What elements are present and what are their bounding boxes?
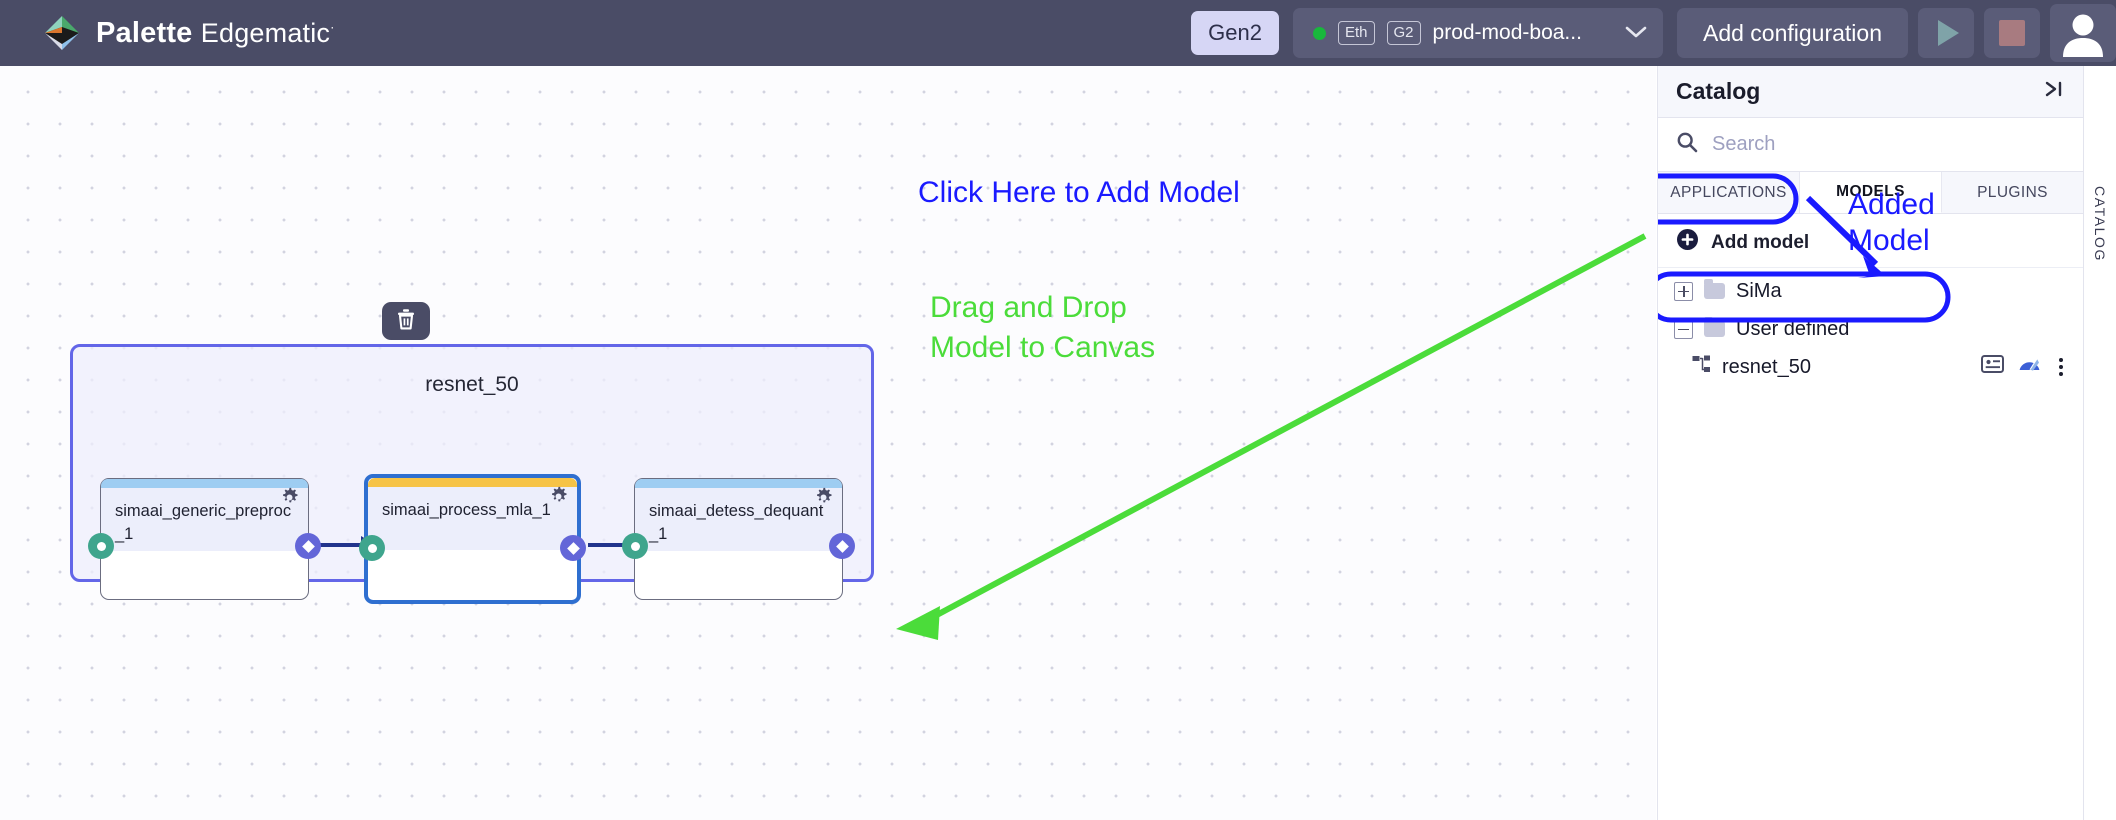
device-name-label: prod-mod-boa...	[1432, 21, 1582, 44]
edge-connector	[320, 536, 376, 554]
node-input-port[interactable]	[622, 533, 648, 559]
brand-name-primary: Palette	[96, 16, 193, 49]
annotation-added-line-1: Added	[1848, 188, 1935, 221]
flow-canvas[interactable]: resnet_50 simaai_generic_preproc_1	[0, 66, 1656, 820]
node-accent-bar	[101, 479, 308, 488]
node-accent-bar	[368, 478, 577, 487]
node-title-label: simaai_process_mla_1	[382, 501, 551, 519]
node-simaai-detess-dequant-1[interactable]: simaai_detess_dequant_1	[622, 478, 855, 600]
group-title-label: resnet_50	[425, 373, 519, 396]
run-button[interactable]	[1918, 8, 1974, 58]
search-input[interactable]: Search	[1712, 133, 1776, 155]
model-name-label: resnet_50	[1722, 355, 1811, 378]
node-input-port[interactable]	[359, 535, 385, 561]
node-title-label: simaai_detess_dequant_1	[649, 502, 824, 544]
model-item-resnet-50[interactable]: resnet_50	[1658, 348, 2083, 386]
expand-icon[interactable]	[1674, 281, 1693, 301]
catalog-rail-label: CATALOG	[2092, 185, 2108, 263]
annotation-click-here-to-add-model: Click Here to Add Model	[918, 176, 1240, 209]
node-simaai-process-mla-1[interactable]: simaai_process_mla_1	[359, 474, 586, 604]
delete-group-button[interactable]	[382, 302, 430, 340]
trash-icon	[395, 307, 417, 336]
model-actions	[1981, 353, 2067, 381]
add-model-row: Add model	[1658, 214, 2083, 267]
catalog-rail[interactable]: CATALOG	[2083, 66, 2116, 820]
tree-item-user-defined[interactable]: User defined	[1658, 310, 2083, 348]
play-icon	[1937, 20, 1959, 46]
node-body: simaai_generic_preproc_1	[101, 488, 308, 551]
catalog-tree: SiMa User defined resnet_50	[1658, 267, 2083, 386]
brand-title: Palette Edgematic·	[96, 17, 335, 50]
top-header-bar: Palette Edgematic· Gen2 Eth G2 prod-mod-…	[0, 0, 2116, 66]
device-chip-eth: Eth	[1337, 21, 1375, 45]
annotation-line-1: Drag and Drop	[930, 291, 1127, 324]
stop-button[interactable]	[1984, 8, 2040, 58]
catalog-panel: Catalog Search APPLICATIONS MODELS PLUGI…	[1657, 66, 2083, 820]
add-model-label: Add model	[1711, 231, 1810, 253]
gear-icon[interactable]	[279, 487, 300, 513]
node-output-port[interactable]	[560, 535, 586, 561]
node-output-port[interactable]	[295, 533, 321, 559]
user-avatar-icon	[2058, 11, 2108, 62]
user-account-button[interactable]	[2050, 4, 2116, 62]
add-configuration-button[interactable]: Add configuration	[1676, 8, 1908, 58]
add-model-button[interactable]: Add model	[1676, 228, 1809, 257]
node-output-port[interactable]	[829, 533, 855, 559]
tab-plugins[interactable]: PLUGINS	[1977, 183, 2048, 201]
node-body: simaai_detess_dequant_1	[635, 488, 842, 551]
device-status-dot	[1312, 26, 1326, 40]
tree-item-sima[interactable]: SiMa	[1658, 272, 2083, 310]
device-selector[interactable]: Eth G2 prod-mod-boa...	[1292, 8, 1663, 58]
tree-item-label: SiMa	[1736, 279, 1782, 302]
node-simaai-generic-preproc-1[interactable]: simaai_generic_preproc_1	[88, 478, 321, 600]
annotation-line-2: Model to Canvas	[930, 330, 1156, 364]
model-graph-icon	[1692, 355, 1712, 380]
details-card-icon[interactable]	[1981, 355, 2004, 379]
tab-applications[interactable]: APPLICATIONS	[1658, 172, 1800, 213]
collapse-icon[interactable]	[1674, 319, 1693, 339]
collapse-panel-icon[interactable]	[2043, 79, 2067, 104]
catalog-header: Catalog	[1658, 66, 2083, 118]
stop-icon	[1999, 20, 2025, 46]
chevron-down-icon	[1625, 21, 1647, 45]
device-chip-gen: G2	[1386, 21, 1421, 45]
annotation-added-line-2: Model	[1848, 224, 1930, 257]
node-input-port[interactable]	[88, 533, 114, 559]
generation-badge[interactable]: Gen2	[1191, 11, 1279, 55]
search-icon	[1676, 131, 1698, 158]
node-accent-bar	[635, 479, 842, 488]
brand-name-secondary: Edgematic	[200, 17, 331, 48]
brand-trademark: ·	[330, 18, 335, 34]
node-title-label: simaai_generic_preproc_1	[115, 502, 292, 544]
palette-logo-icon	[42, 13, 82, 53]
catalog-title: Catalog	[1676, 78, 1761, 104]
kebab-menu-icon[interactable]	[2055, 358, 2067, 376]
folder-icon	[1704, 279, 1725, 299]
header-controls: Gen2 Eth G2 prod-mod-boa... Add configur…	[1191, 0, 2116, 66]
gear-icon[interactable]	[813, 487, 834, 513]
performance-gauge-icon[interactable]	[2018, 353, 2041, 381]
node-body: simaai_process_mla_1	[368, 487, 577, 550]
gear-icon[interactable]	[548, 486, 569, 512]
annotation-drag-and-drop: Drag and Drop Model to Canvas	[930, 288, 1155, 367]
tree-item-label: User defined	[1736, 317, 1850, 340]
catalog-search-row[interactable]: Search	[1658, 118, 2083, 172]
folder-icon	[1704, 317, 1725, 337]
app-brand: Palette Edgematic·	[0, 13, 335, 53]
plus-circle-icon	[1676, 228, 1699, 257]
